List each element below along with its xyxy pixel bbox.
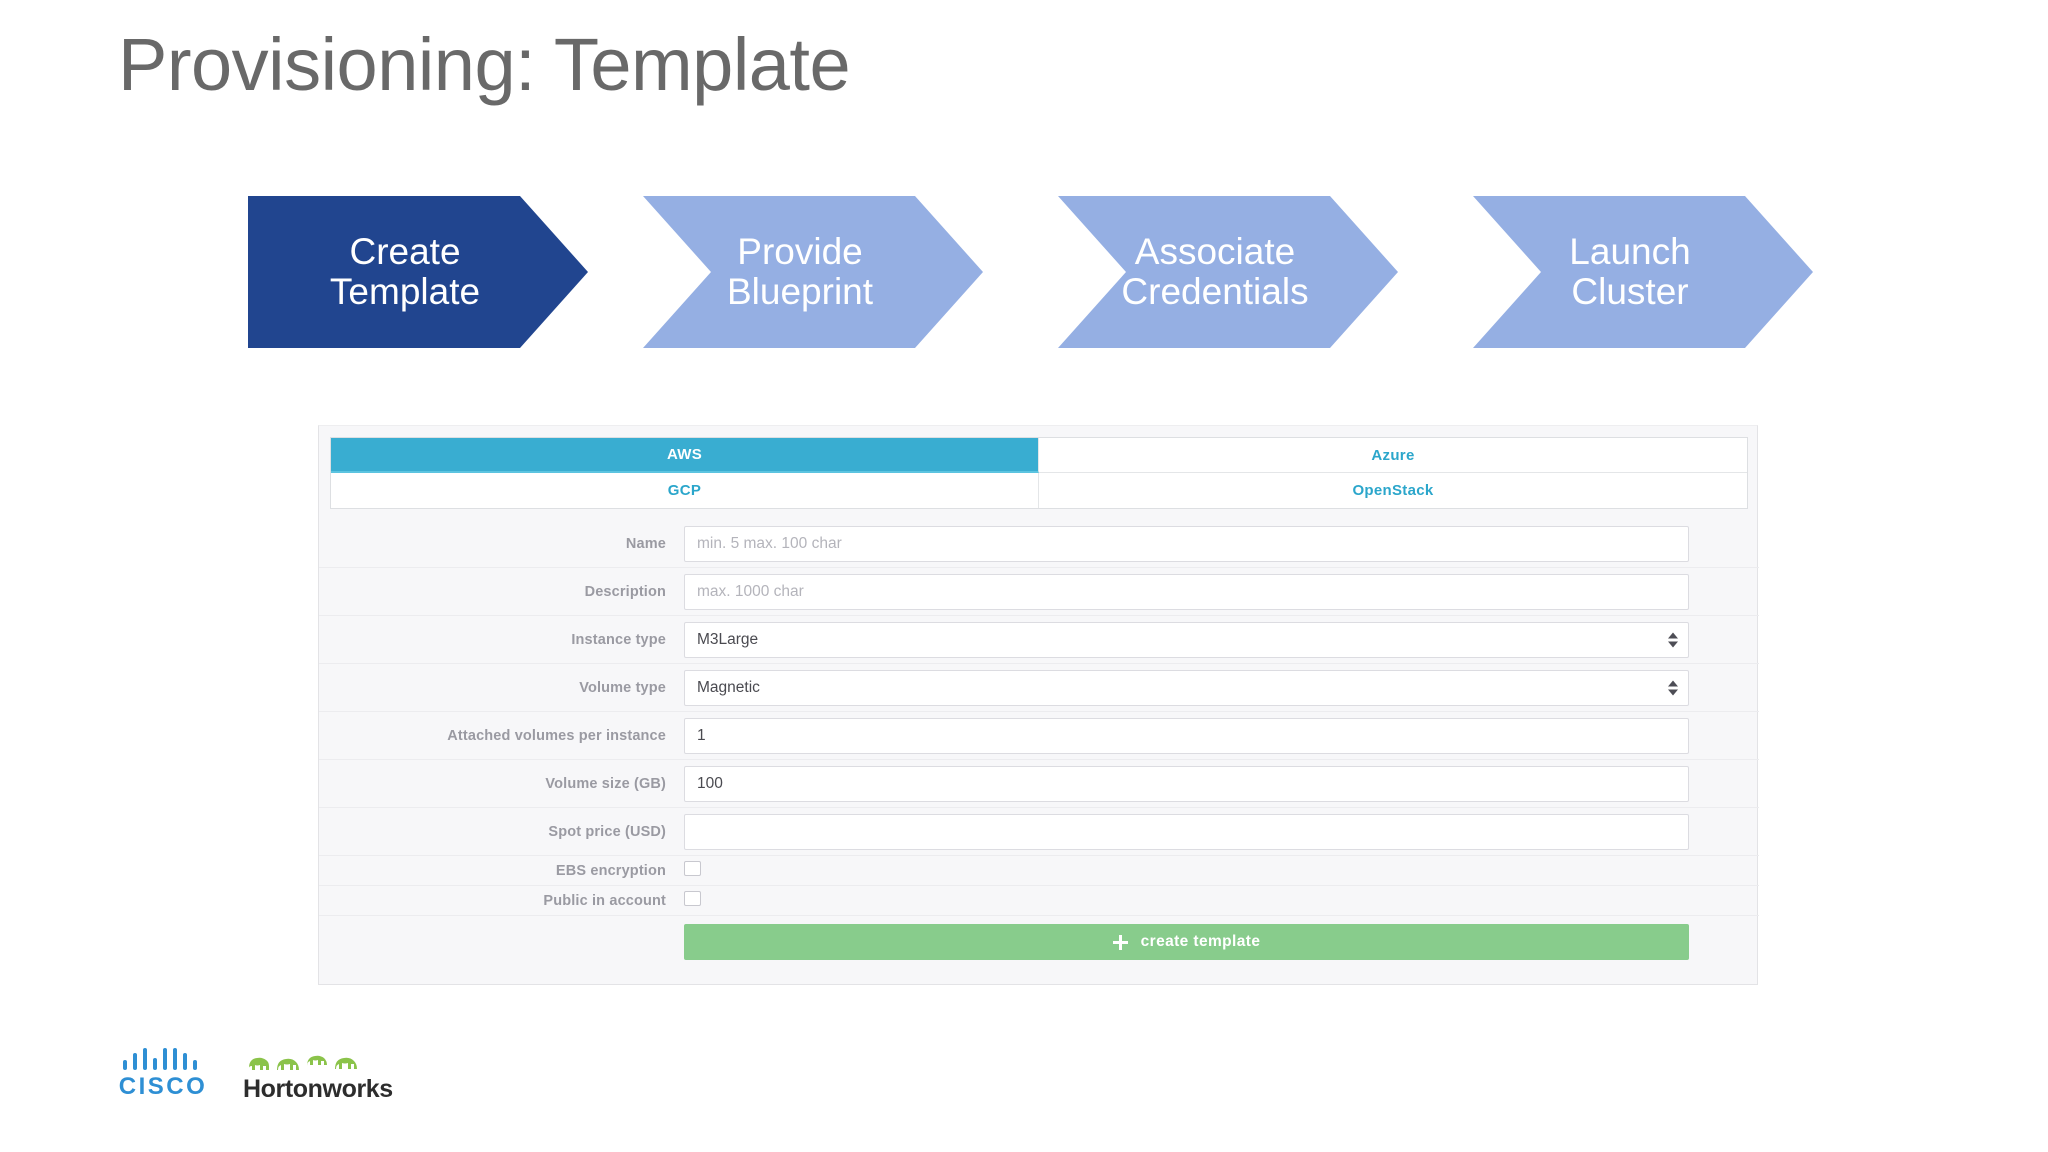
label-public-in-account: Public in account (543, 892, 666, 909)
volume-type-select[interactable]: Magnetic (684, 669, 1689, 706)
label-ebs-encryption: EBS encryption (555, 862, 666, 879)
instance-type-value: M3Large (697, 630, 759, 648)
hortonworks-logo: Hortonworks (243, 1048, 393, 1106)
form-body: Name min. 5 max. 100 char Description ma… (319, 520, 1759, 968)
cisco-wordmark: CISCO (118, 1073, 208, 1100)
form-row-description: Description max. 1000 char (319, 568, 1759, 616)
cloud-provider-tabs: AWS Azure GCP OpenStack (330, 437, 1748, 509)
name-input[interactable]: min. 5 max. 100 char (684, 525, 1689, 562)
process-step-line1: Provide (737, 231, 863, 273)
form-row-submit: create template (319, 916, 1759, 968)
process-step-provide-blueprint[interactable]: Provide Blueprint (643, 196, 983, 348)
create-template-form-panel: AWS Azure GCP OpenStack Name min. 5 max.… (318, 425, 1759, 985)
volume-type-value: Magnetic (697, 678, 760, 696)
tab-azure[interactable]: Azure (1039, 438, 1747, 473)
footer: CISCO Hortonworks © 2014 Cisco and/or it… (0, 1048, 2048, 1118)
volume-size-input[interactable]: 100 (684, 765, 1689, 802)
elephants-icon (243, 1048, 383, 1074)
label-volume-type: Volume type (579, 679, 666, 696)
form-row-instance-type: Instance type M3Large (319, 616, 1759, 664)
attached-volumes-input[interactable]: 1 (684, 717, 1689, 754)
create-template-button[interactable]: create template (684, 924, 1689, 960)
label-volume-size: Volume size (GB) (545, 775, 666, 792)
plus-icon (1112, 934, 1128, 950)
process-step-create-template[interactable]: Create Template (248, 196, 588, 348)
public-in-account-checkbox[interactable] (684, 890, 701, 906)
process-step-line1: Create (349, 231, 461, 273)
process-step-line2: Template (329, 271, 481, 312)
process-step-line1: Associate (1134, 231, 1296, 273)
process-step-launch-cluster[interactable]: Launch Cluster (1473, 196, 1813, 348)
page-title: Provisioning: Template (118, 23, 851, 106)
label-instance-type: Instance type (571, 631, 666, 648)
spot-price-input[interactable] (684, 813, 1689, 850)
process-step-line2: Blueprint (726, 271, 874, 312)
process-step-line2: Credentials (1121, 271, 1309, 312)
hortonworks-wordmark: Hortonworks (243, 1075, 393, 1103)
label-name: Name (625, 535, 666, 552)
process-step-line2: Cluster (1571, 271, 1689, 312)
form-row-volume-type: Volume type Magnetic (319, 664, 1759, 712)
description-input[interactable]: max. 1000 char (684, 573, 1689, 610)
label-spot-price: Spot price (USD) (548, 823, 666, 840)
process-flow: Create Template Provide Blueprint Associ… (248, 196, 1813, 348)
cisco-bridge-icon (121, 1048, 205, 1070)
tab-aws[interactable]: AWS (331, 438, 1039, 473)
form-row-public-in-account: Public in account (319, 886, 1759, 916)
form-row-volume-size: Volume size (GB) 100 (319, 760, 1759, 808)
process-step-line1: Launch (1569, 231, 1691, 273)
label-attached-volumes: Attached volumes per instance (447, 727, 666, 744)
ebs-encryption-checkbox[interactable] (684, 860, 701, 876)
create-template-button-label: create template (1140, 933, 1261, 950)
chevron-updown-icon (1668, 632, 1678, 647)
form-row-ebs-encryption: EBS encryption (319, 856, 1759, 886)
form-row-attached-volumes: Attached volumes per instance 1 (319, 712, 1759, 760)
process-step-associate-credentials[interactable]: Associate Credentials (1058, 196, 1398, 348)
tab-openstack[interactable]: OpenStack (1039, 473, 1747, 508)
tab-gcp[interactable]: GCP (331, 473, 1039, 508)
chevron-updown-icon (1668, 680, 1678, 695)
instance-type-select[interactable]: M3Large (684, 621, 1689, 658)
form-row-spot-price: Spot price (USD) (319, 808, 1759, 856)
cisco-logo: CISCO (118, 1048, 208, 1104)
label-description: Description (584, 583, 666, 600)
form-row-name: Name min. 5 max. 100 char (319, 520, 1759, 568)
